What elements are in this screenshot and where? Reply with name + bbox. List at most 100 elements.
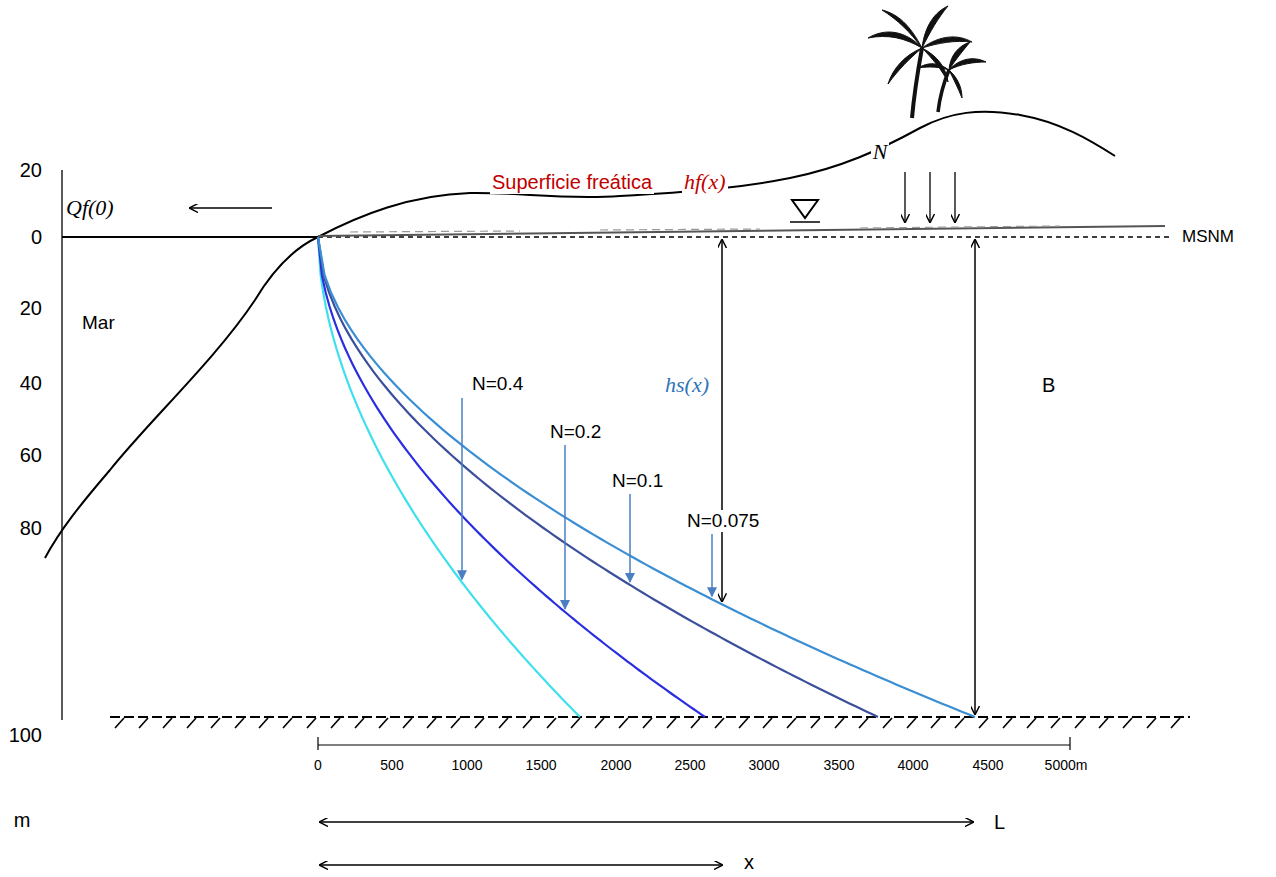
scale-label: 3500 <box>821 757 856 773</box>
water-table-symbol <box>792 200 818 218</box>
hatch-stroke <box>643 718 652 728</box>
hatch-stroke <box>1051 718 1060 728</box>
hatch-stroke <box>1123 718 1132 728</box>
sea-label: Mar <box>80 312 117 334</box>
hatch-stroke <box>715 718 724 728</box>
interface-curve <box>318 237 975 717</box>
palm-trees <box>868 6 986 118</box>
water-table <box>318 226 1165 236</box>
hatch-stroke <box>211 718 220 728</box>
hatch-stroke <box>307 718 316 728</box>
recharge-arrow <box>929 172 930 222</box>
hatch-stroke <box>451 718 460 728</box>
hatch-stroke <box>1027 718 1036 728</box>
curve-pointer <box>564 445 566 609</box>
hatch-stroke <box>283 718 292 728</box>
hatch-stroke <box>907 718 916 728</box>
hatch-stroke <box>1075 718 1084 728</box>
hatch-stroke <box>835 718 844 728</box>
hatch-stroke <box>667 718 676 728</box>
scale-label: 3000 <box>746 757 781 773</box>
discharge-label: Qf(0) <box>64 195 116 220</box>
water-table-symbol <box>790 221 820 223</box>
hatch-stroke <box>1147 718 1156 728</box>
axis-label: 40 <box>18 372 44 395</box>
hatch-stroke <box>859 718 868 728</box>
scale-bar <box>318 744 1070 745</box>
hatch-stroke <box>1099 718 1108 728</box>
hatch-stroke <box>139 718 148 728</box>
axis-label: 80 <box>18 517 44 540</box>
sea-floor <box>45 237 318 558</box>
interface-curve <box>318 237 580 717</box>
hatch-stroke <box>379 718 388 728</box>
curve-pointer <box>629 494 631 582</box>
discharge-arrow <box>190 207 272 209</box>
hatch-stroke <box>739 718 748 728</box>
scale-label: 5000m <box>1043 757 1090 773</box>
water-table-symbol-label: hf(x) <box>682 169 728 194</box>
hatch-stroke <box>523 718 532 728</box>
interface-depth-dimension <box>721 240 723 601</box>
msnm-line <box>318 236 1170 238</box>
axis-label: 20 <box>18 297 44 320</box>
hatch-stroke <box>427 718 436 728</box>
hatch-stroke <box>331 718 340 728</box>
ground-surface <box>318 112 1115 237</box>
interface-curve <box>318 237 878 717</box>
interface-curve <box>318 237 705 717</box>
axis-label: 100 <box>7 724 44 747</box>
axis-label: 20 <box>18 159 44 182</box>
scale-label: 2500 <box>672 757 707 773</box>
hatch-stroke <box>979 718 988 728</box>
hatch-stroke <box>499 718 508 728</box>
base-hatching <box>115 718 1180 728</box>
scale-label: 500 <box>378 757 405 773</box>
hatch-stroke <box>115 718 124 728</box>
curve-label: N=0.4 <box>470 373 525 395</box>
curve-pointer <box>711 534 713 596</box>
scale-label: 4500 <box>970 757 1005 773</box>
distance-label: x <box>742 851 756 874</box>
hatch-stroke <box>763 718 772 728</box>
scale-label: 0 <box>312 757 324 773</box>
depth-axis <box>61 170 62 720</box>
hatch-stroke <box>595 718 604 728</box>
hatch-stroke <box>403 718 412 728</box>
hatch-stroke <box>691 718 700 728</box>
axis-label: 0 <box>29 226 44 249</box>
curve-pointers <box>462 240 722 609</box>
scale-label: 1000 <box>449 757 484 773</box>
hatch-stroke <box>163 718 172 728</box>
recharge-arrow <box>954 172 955 222</box>
length-label: L <box>992 811 1007 834</box>
water-table-sketch <box>350 226 1060 232</box>
hatch-stroke <box>547 718 556 728</box>
hatch-stroke <box>355 718 364 728</box>
distance-dimension <box>320 864 722 866</box>
scale-tick <box>1069 737 1070 750</box>
datum-label: MSNM <box>1180 227 1236 247</box>
aquifer-base <box>110 716 1190 718</box>
hatch-stroke <box>1171 718 1180 728</box>
axis-label: 60 <box>18 444 44 467</box>
hatch-stroke <box>475 718 484 728</box>
scale-label: 1500 <box>523 757 558 773</box>
water-table-label: Superficie freática <box>490 171 654 194</box>
hatch-stroke <box>571 718 580 728</box>
scale-tick <box>317 737 318 750</box>
unit-label: m <box>12 809 33 832</box>
hatch-stroke <box>619 718 628 728</box>
recharge-label: N <box>871 139 890 164</box>
length-dimension <box>320 821 973 823</box>
hatch-stroke <box>811 718 820 728</box>
hatch-stroke <box>931 718 940 728</box>
hatch-stroke <box>955 718 964 728</box>
thickness-dimension <box>974 240 976 714</box>
hatch-stroke <box>787 718 796 728</box>
hatch-stroke <box>883 718 892 728</box>
curve-label: N=0.075 <box>685 510 761 532</box>
recharge-arrow <box>904 172 905 222</box>
hatch-stroke <box>259 718 268 728</box>
